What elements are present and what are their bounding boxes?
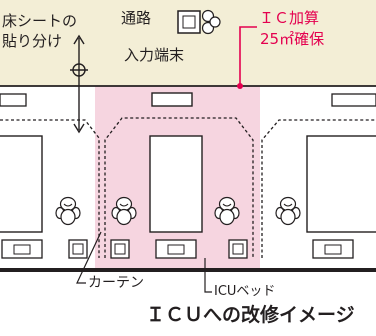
wall-fixture-left: [0, 93, 27, 107]
ic-marker-line: [239, 26, 257, 86]
curtain-right: [261, 119, 376, 258]
floor-sheet-arrow: [70, 34, 88, 134]
bed-left: [0, 135, 43, 233]
input-terminal-icon: [151, 92, 193, 107]
ic-marker-dot: [237, 83, 243, 89]
ic-addition-label: ＩＣ加算: [259, 9, 320, 27]
cart-icon: [177, 10, 201, 34]
area-requirement-label: 25㎡確保: [260, 30, 325, 48]
input-terminal-label: 入力端末: [124, 46, 185, 64]
floor-sheet-label-line1: 床シートの: [2, 12, 78, 30]
floor-sheet-label-line2: 貼り分け: [2, 32, 63, 50]
curtain-label: カーテン: [88, 275, 144, 291]
passage-label: 通路: [121, 9, 152, 27]
diagram-title: ＩＣＵへの改修イメージ: [146, 304, 355, 326]
floor-bottom-line: [0, 268, 376, 272]
curtain-leader: [76, 231, 102, 284]
wall-fixture-right: [331, 93, 376, 107]
icu-bed-label: ICUベッド: [214, 284, 276, 299]
curtain-left: [0, 119, 100, 258]
icu-bed-leader: [204, 258, 212, 293]
bed-right: [306, 135, 376, 233]
icu-bed: [149, 135, 203, 233]
